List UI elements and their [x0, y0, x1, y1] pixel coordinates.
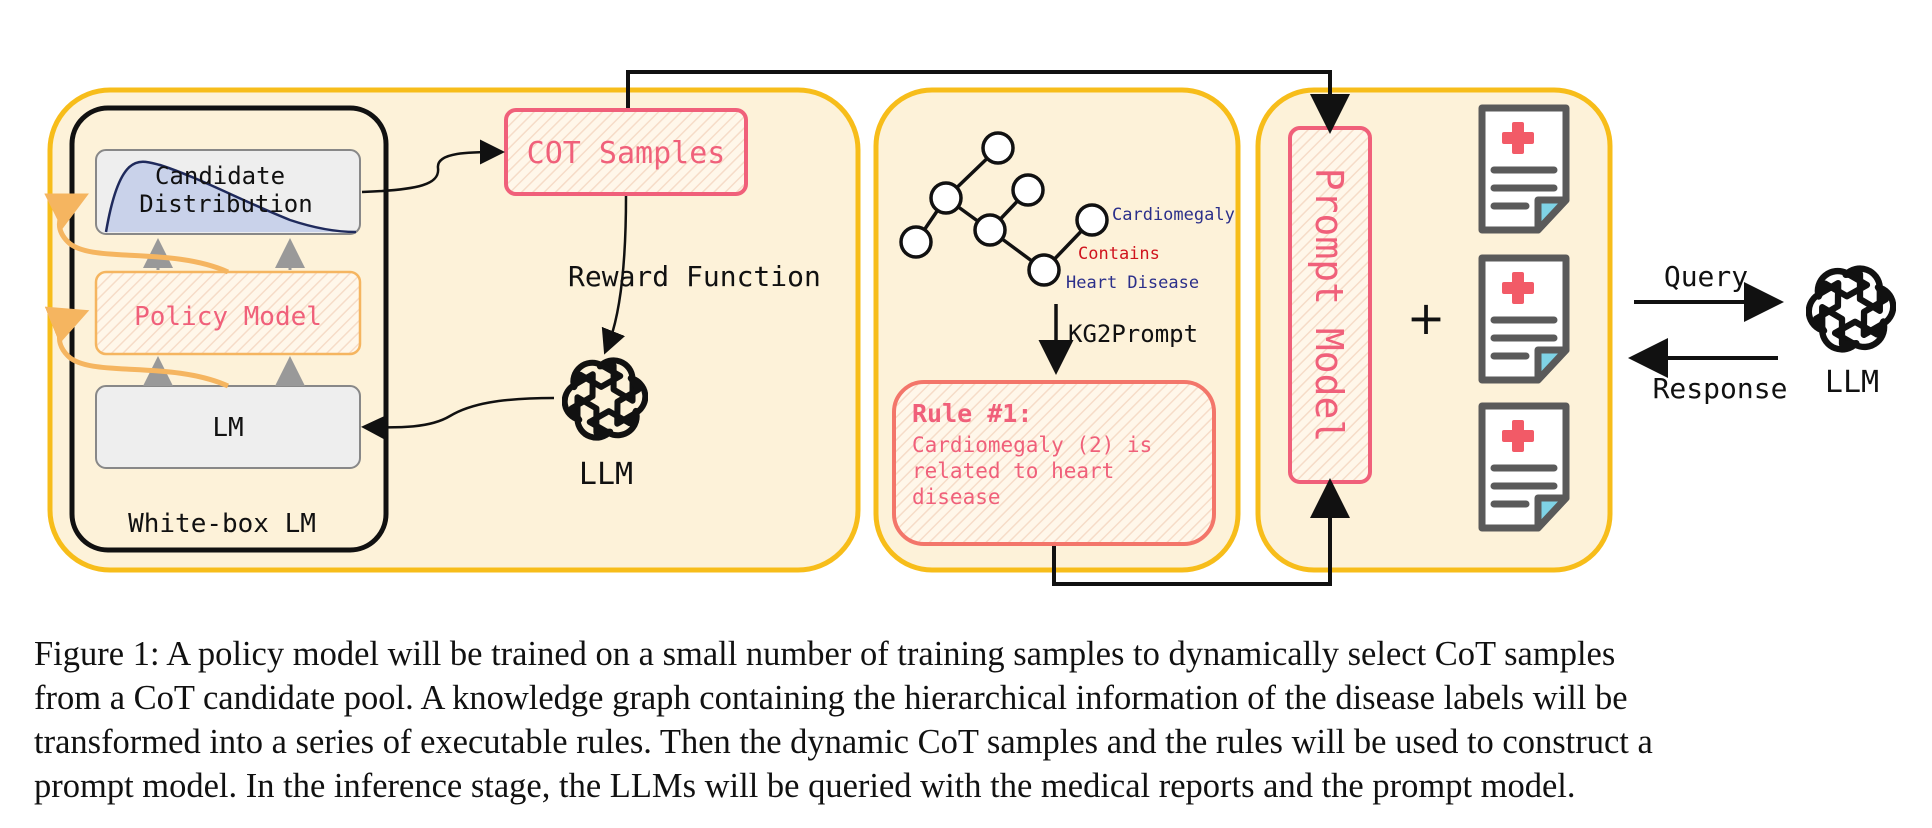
- rule-line: related to heart: [912, 459, 1114, 483]
- kg-edge-contains: Contains: [1078, 244, 1160, 264]
- diagram-canvas: Candidate Distribution Policy Model LM W…: [44, 70, 1932, 586]
- caption-line: transformed into a series of executable …: [34, 723, 1653, 761]
- plus-sign: +: [1407, 291, 1446, 345]
- kg-node-cardiomegaly: Cardiomegaly: [1112, 205, 1235, 225]
- orange-feedback-arrow: [44, 306, 230, 389]
- kg2prompt-label: KG2Prompt: [1068, 320, 1198, 348]
- caption-line: prompt model. In the inference stage, th…: [34, 767, 1576, 805]
- lm-label: LM: [212, 413, 243, 443]
- medical-report-icon: [1482, 258, 1566, 380]
- caption-line: Figure 1: A policy model will be trained…: [34, 635, 1616, 673]
- query-label: Query: [1664, 260, 1748, 293]
- llm-right-label: LLM: [1825, 365, 1879, 400]
- arrow-distribution-to-cot: [361, 139, 505, 194]
- rule-title: Rule #1:: [912, 399, 1032, 428]
- rule-line: Cardiomegaly (2) is: [912, 433, 1152, 457]
- whitebox-lm-label: White-box LM: [128, 509, 316, 539]
- figure-caption: Figure 1: A policy model will be trained…: [34, 632, 1914, 808]
- kg-node-heart-disease: Heart Disease: [1066, 273, 1199, 293]
- rule-box: [892, 380, 1216, 546]
- reward-function-label: Reward Function: [568, 260, 821, 293]
- medical-report-icon: [1482, 406, 1566, 528]
- arrow-llm-to-lm: [361, 396, 555, 441]
- candidate-label-1: Candidate: [155, 162, 285, 190]
- orange-feedback-arrow: [44, 193, 230, 275]
- arrow-cot-to-prompt-model: [626, 70, 1350, 134]
- distribution-curve-line: [104, 160, 357, 234]
- candidate-label-2: Distribution: [139, 190, 312, 218]
- cot-samples-label: COT Samples: [527, 136, 726, 171]
- medical-report-icon: [1482, 108, 1566, 230]
- openai-logo-icon: [1802, 264, 1901, 354]
- arrow-rule-to-prompt-model: [1052, 478, 1350, 586]
- rule-line: disease: [912, 485, 1001, 509]
- prompt-model-label: Prompt Model: [1307, 168, 1351, 443]
- knowledge-graph-icon: [899, 131, 1109, 287]
- response-label: Response: [1653, 372, 1788, 405]
- policy-model-label: Policy Model: [134, 302, 322, 332]
- distribution-curve: [106, 161, 356, 232]
- llm-left-label: LLM: [579, 457, 633, 492]
- cot-samples-box: [504, 108, 748, 196]
- caption-line: from a CoT candidate pool. A knowledge g…: [34, 679, 1628, 717]
- arrow-cot-to-llm: [601, 195, 628, 355]
